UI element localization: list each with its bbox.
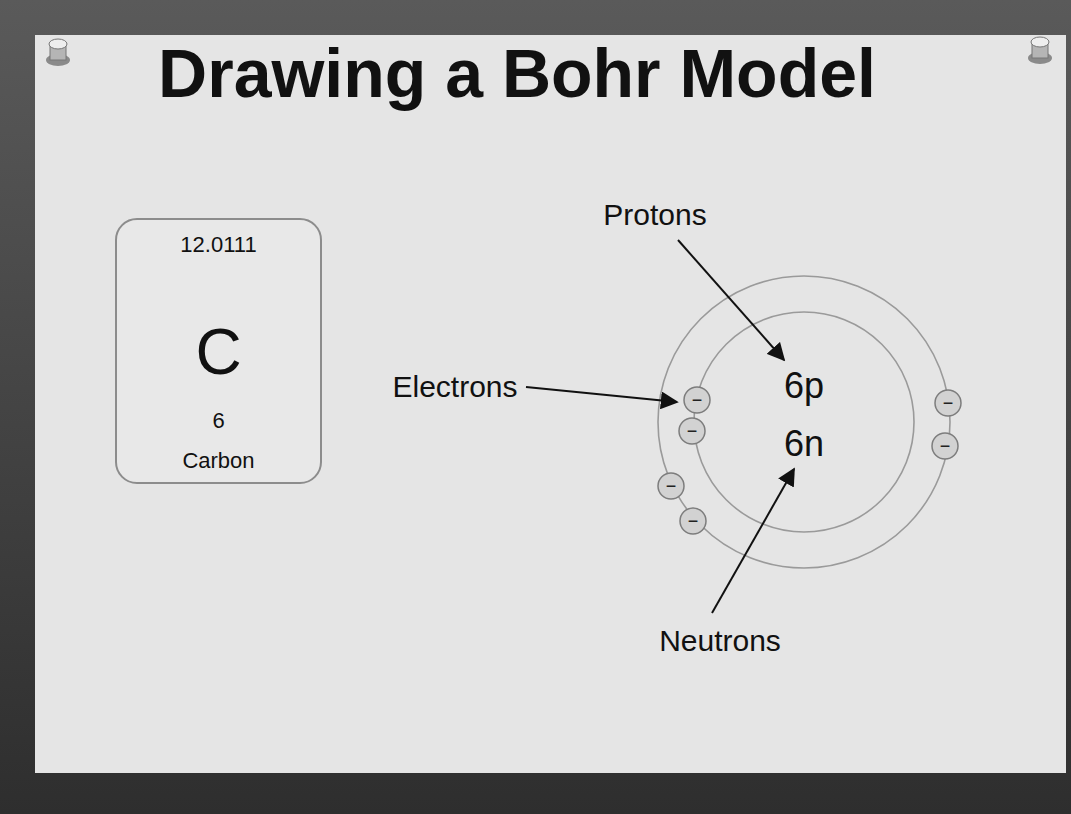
electron-circle-shape [932, 433, 958, 459]
part-label: Neutrons [659, 624, 781, 657]
electron-charge: − [692, 391, 703, 409]
pushpin [1028, 37, 1052, 64]
element-name: Carbon [182, 448, 254, 473]
electron-circle-shape [684, 387, 710, 413]
label-anchor: Electrons [392, 370, 517, 403]
element-symbol: C [195, 316, 241, 390]
text-anchor: 6 [117, 408, 320, 433]
electron-circle: − [657, 472, 685, 500]
leader-arrow [712, 469, 794, 613]
electron-charge: − [666, 477, 677, 495]
text-anchor: − [934, 389, 962, 417]
text-anchor: − [683, 386, 711, 414]
electron-circle: − [678, 417, 706, 445]
electron-circle-shape [679, 418, 705, 444]
electron-charge: − [688, 512, 699, 530]
outer-shell [658, 276, 950, 568]
leader-arrow [678, 240, 784, 360]
leader-arrow [526, 387, 677, 402]
electron-circle: − [934, 389, 962, 417]
text-anchor: − [678, 417, 706, 445]
atomic-mass: 12.0111 [180, 232, 256, 257]
label-anchor: Neutrons [659, 624, 781, 657]
electron-circle-shape [935, 390, 961, 416]
label-anchor: Protons [603, 198, 706, 231]
text-anchor: − [657, 472, 685, 500]
pushpin [46, 39, 70, 66]
slide-panel [35, 35, 1066, 773]
electron-circle-shape [658, 473, 684, 499]
text-anchor: − [931, 432, 959, 460]
electron-circle-shape [680, 508, 706, 534]
atomic-number: 6 [212, 408, 224, 433]
text-anchor: Carbon [117, 448, 320, 473]
inner-shell [694, 312, 914, 532]
electron-charge: − [687, 422, 698, 440]
electron-circle: − [931, 432, 959, 460]
label-anchor: 6n [784, 424, 824, 464]
electron-circle: − [679, 507, 707, 535]
nucleus-count: 6n [784, 424, 824, 464]
nucleus-count: 6p [784, 366, 824, 406]
part-label: Electrons [392, 370, 517, 403]
electron-charge: − [940, 437, 951, 455]
electron-circle: − [683, 386, 711, 414]
text-anchor: − [679, 507, 707, 535]
label-anchor: 6p [784, 366, 824, 406]
part-label: Protons [603, 198, 706, 231]
element-card: 12.0111C 6Carbon [115, 218, 322, 484]
text-anchor: C [117, 316, 320, 390]
title-anchor: Drawing a Bohr Model [0, 34, 1034, 112]
text-anchor: 12.0111 [117, 232, 320, 257]
slide-title: Drawing a Bohr Model [158, 34, 876, 112]
electron-charge: − [943, 394, 954, 412]
